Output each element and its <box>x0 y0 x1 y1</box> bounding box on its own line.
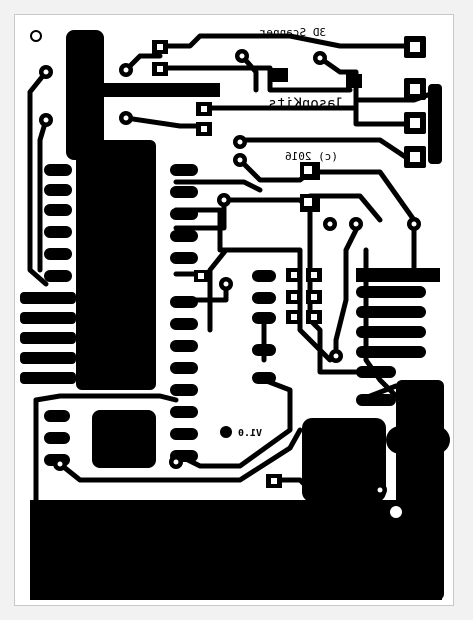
round-pad-right-a <box>386 426 414 454</box>
right-ground-pour <box>396 380 444 600</box>
square-pads <box>152 40 420 488</box>
version-label: V1.0 <box>238 428 262 439</box>
component-pads <box>20 36 442 466</box>
header-ground-strip <box>356 268 440 282</box>
main-ic-pour <box>76 140 156 390</box>
brand-label: JasonKits <box>268 96 344 112</box>
right-square-pad <box>302 418 386 502</box>
round-pads <box>30 30 421 518</box>
top-bar-trace <box>100 83 220 97</box>
silkscreen: 3D Scanner JasonKits (c) 2016 V1.0 <box>238 26 344 439</box>
board-title: 3D Scanner <box>259 26 326 39</box>
center-square-pad <box>92 410 156 468</box>
round-pad-right-b <box>422 426 450 454</box>
left-vertical-pour <box>66 30 104 160</box>
bottom-ground-pour <box>30 500 442 600</box>
copyright-label: (c) 2016 <box>285 150 338 163</box>
